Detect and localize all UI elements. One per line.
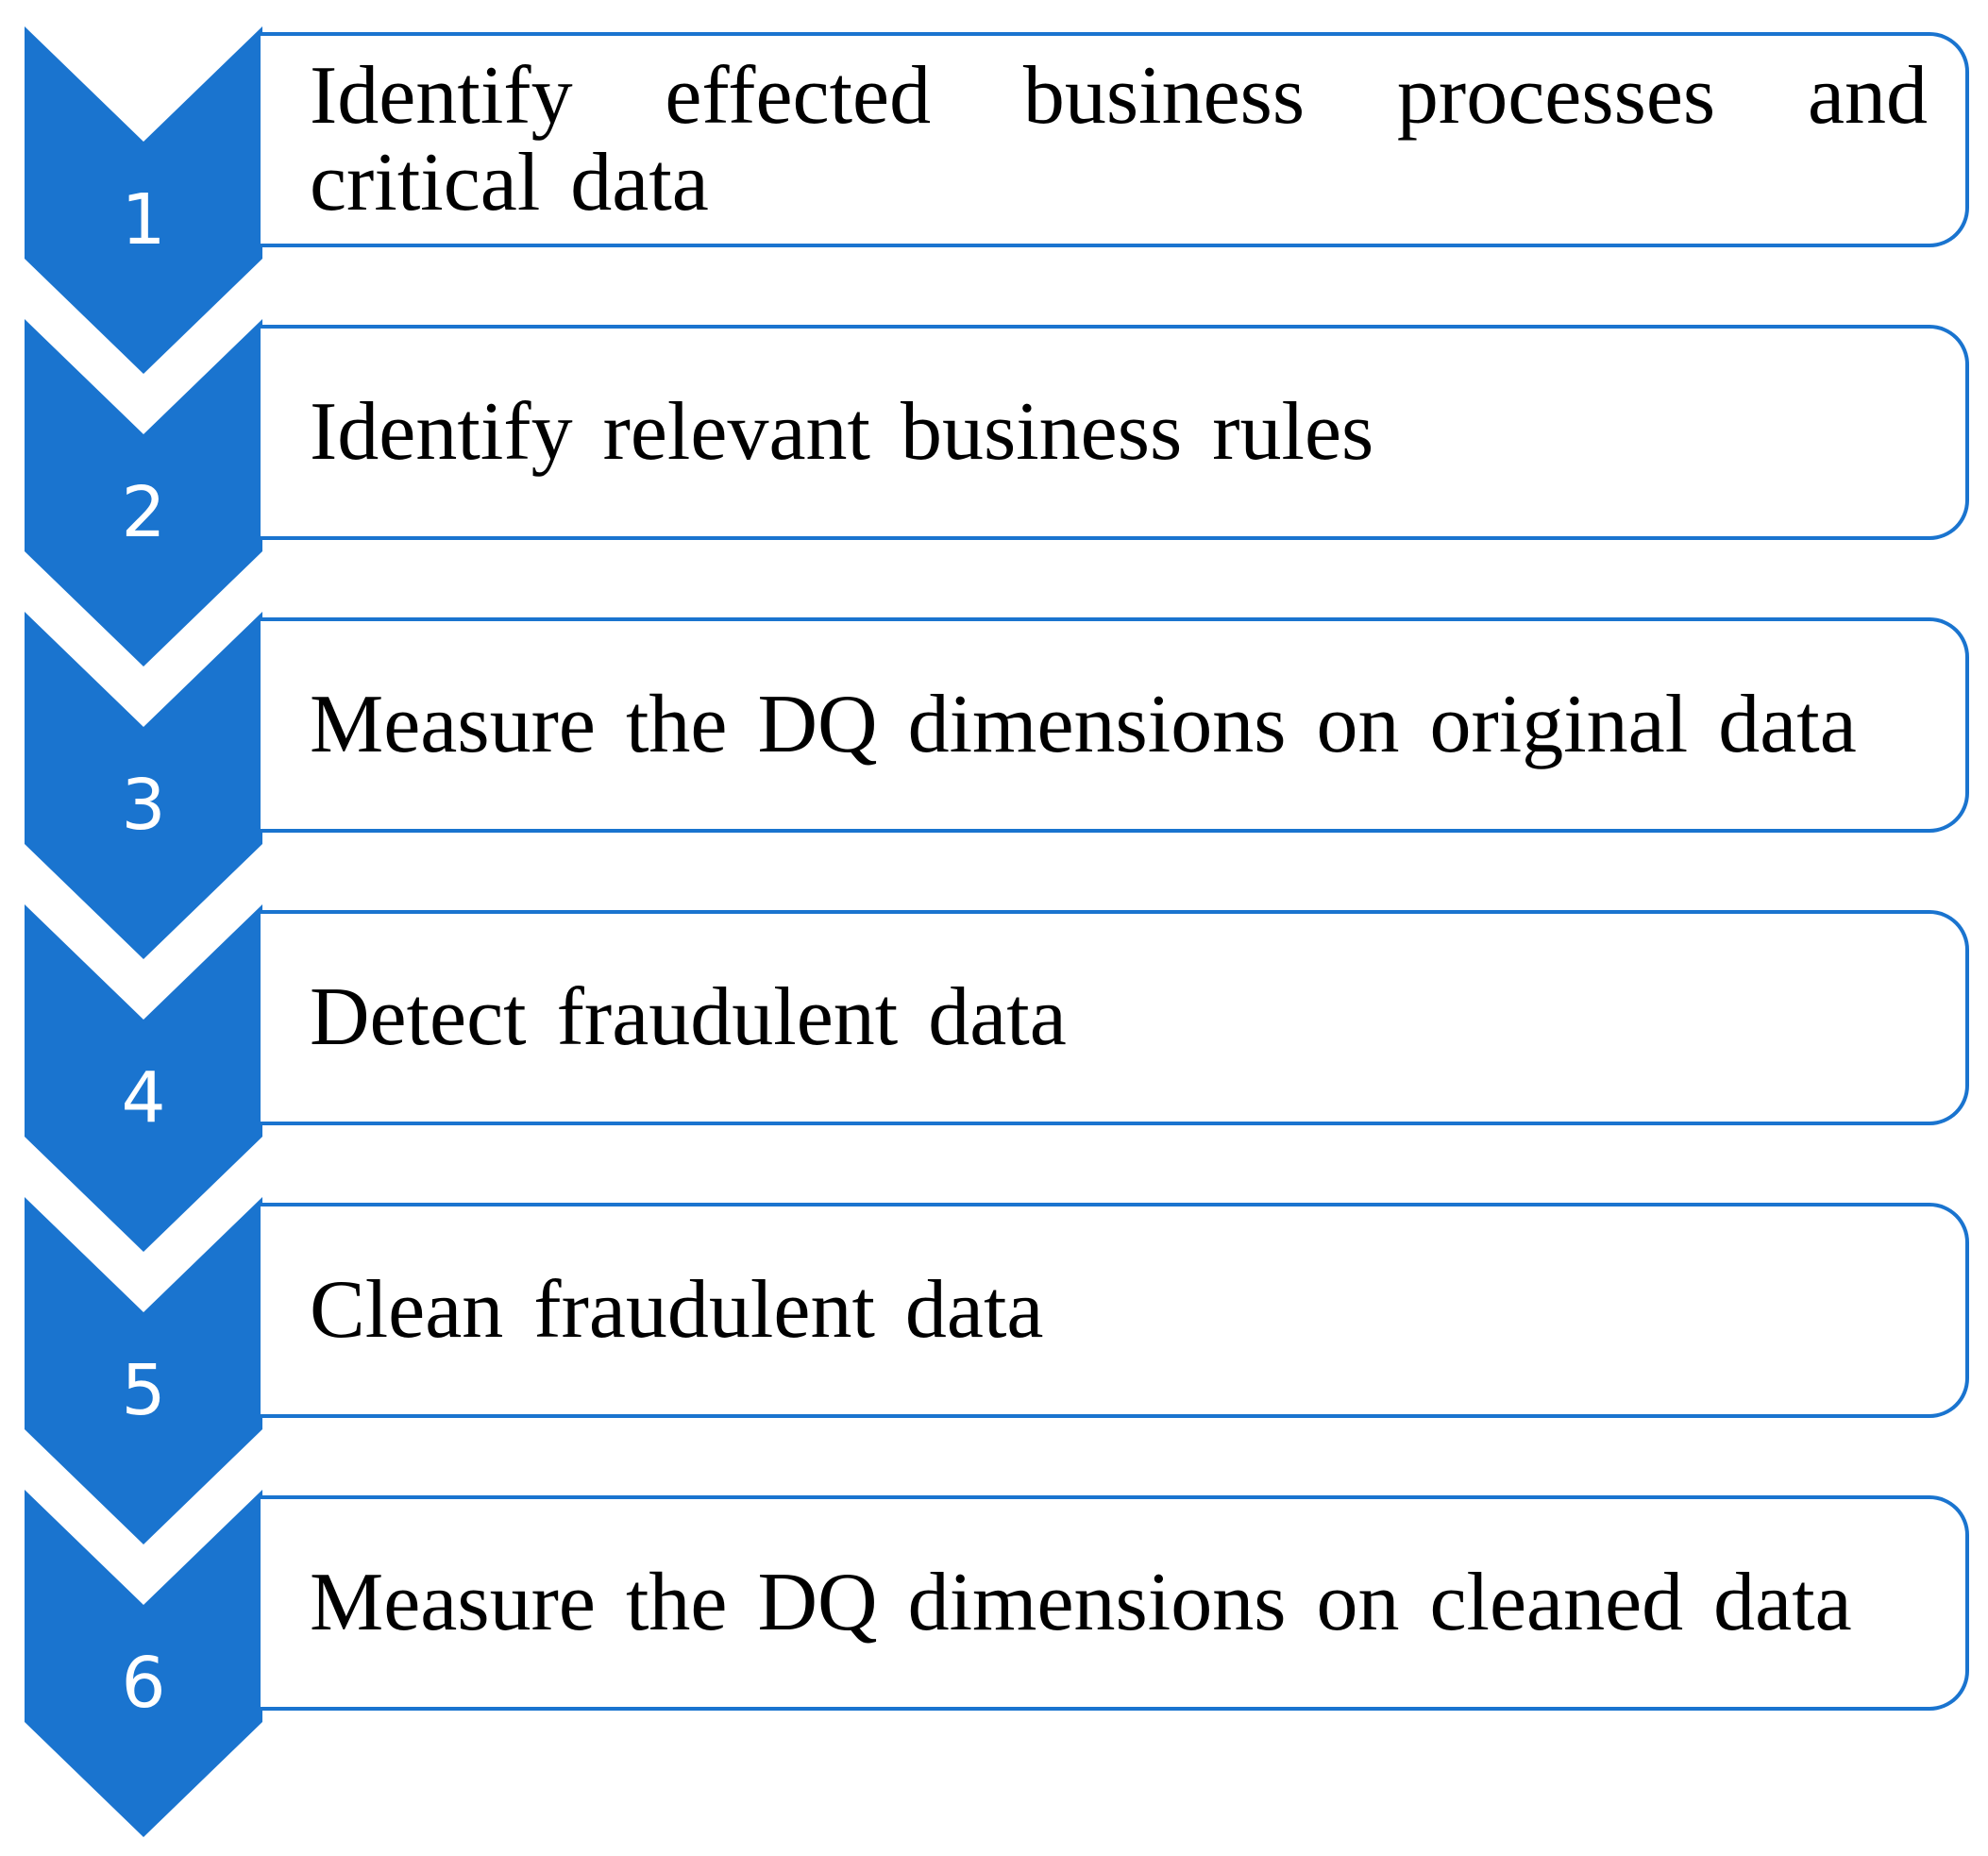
step-3-number: 3 bbox=[121, 765, 166, 846]
step-6-chevron bbox=[25, 1490, 262, 1837]
step-1-number: 1 bbox=[121, 179, 166, 261]
step-2-number: 2 bbox=[121, 472, 166, 553]
step-1-label: Identify effected business processes and… bbox=[310, 50, 1928, 228]
step-3-box: Measure the DQ dimensions on original da… bbox=[261, 617, 1969, 833]
step-4-box: Detect fraudulent data bbox=[261, 910, 1969, 1125]
step-1-chevron bbox=[25, 26, 262, 374]
step-2-label: Identify relevant business rules bbox=[310, 386, 1374, 478]
step-1: 1 Identify effected business processes a… bbox=[0, 26, 1988, 374]
step-4-number: 4 bbox=[121, 1057, 166, 1139]
step-6-number: 6 bbox=[121, 1643, 166, 1724]
step-3: 3 Measure the DQ dimensions on original … bbox=[0, 612, 1988, 959]
step-5-chevron bbox=[25, 1197, 262, 1544]
step-2: 2 Identify relevant business rules bbox=[0, 319, 1988, 666]
step-4: 4 Detect fraudulent data bbox=[0, 904, 1988, 1252]
step-5-number: 5 bbox=[121, 1350, 166, 1431]
step-6: 6 Measure the DQ dimensions on cleaned d… bbox=[0, 1490, 1988, 1837]
step-3-chevron bbox=[25, 612, 262, 959]
step-4-label: Detect fraudulent data bbox=[310, 971, 1067, 1063]
step-5: 5 Clean fraudulent data bbox=[0, 1197, 1988, 1544]
step-4-chevron bbox=[25, 904, 262, 1252]
step-5-box: Clean fraudulent data bbox=[261, 1203, 1969, 1418]
step-6-box: Measure the DQ dimensions on cleaned dat… bbox=[261, 1495, 1969, 1711]
step-1-box: Identify effected business processes and… bbox=[261, 32, 1969, 247]
step-2-chevron bbox=[25, 319, 262, 666]
step-6-label: Measure the DQ dimensions on cleaned dat… bbox=[310, 1557, 1852, 1648]
step-3-label: Measure the DQ dimensions on original da… bbox=[310, 679, 1857, 770]
step-5-label: Clean fraudulent data bbox=[310, 1264, 1044, 1356]
step-2-box: Identify relevant business rules bbox=[261, 325, 1969, 540]
